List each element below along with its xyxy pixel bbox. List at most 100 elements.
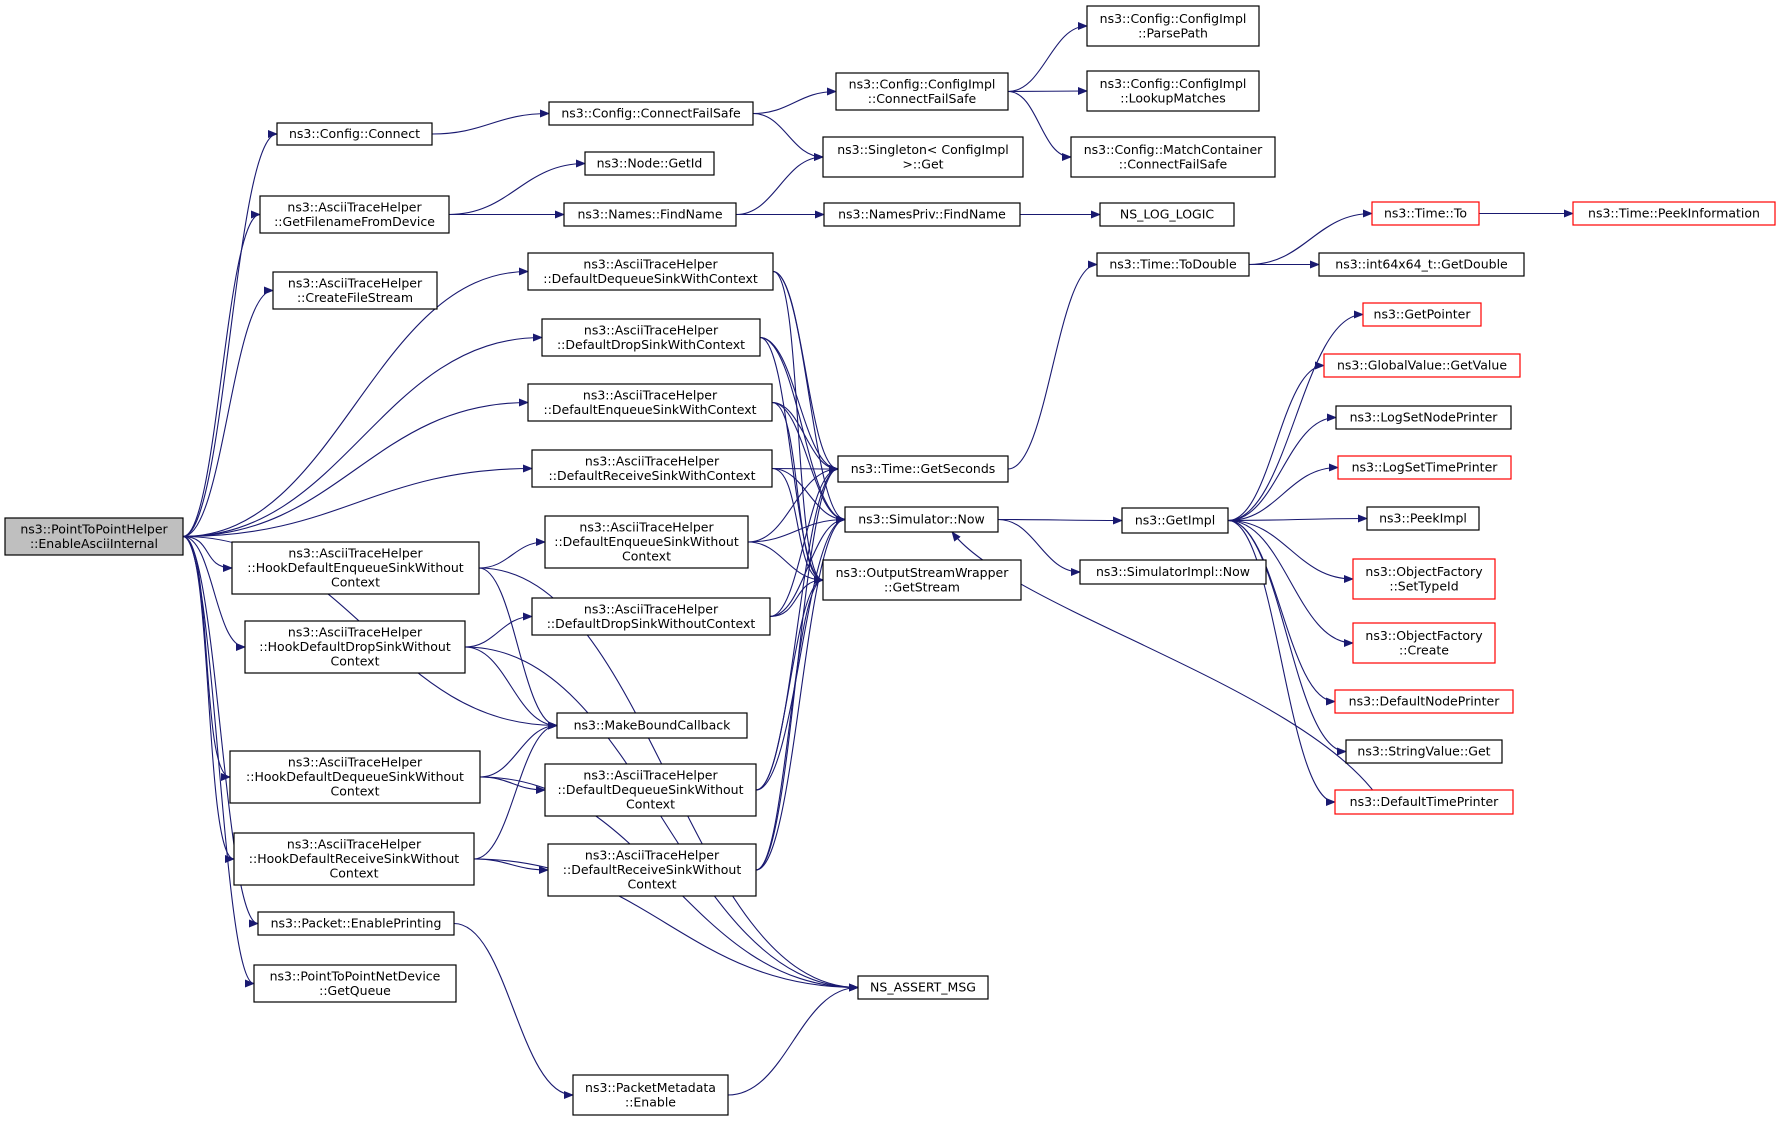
node-time_getseconds[interactable]: ns3::Time::GetSeconds (837, 455, 1009, 483)
node-box[interactable] (1070, 136, 1276, 178)
node-simimpl_now[interactable]: ns3::SimulatorImpl::Now (1079, 559, 1267, 585)
node-singleton_get[interactable]: ns3::Singleton< ConfigImpl>::Get (822, 136, 1024, 178)
node-box[interactable] (544, 763, 757, 817)
node-ath_rcvsink_noctx[interactable]: ns3::AsciiTraceHelper::DefaultReceiveSin… (547, 843, 757, 897)
node-box[interactable] (548, 101, 754, 126)
node-box[interactable] (547, 843, 757, 897)
node-box[interactable] (527, 252, 774, 291)
node-defaultnodeprinter[interactable]: ns3::DefaultNodePrinter (1334, 689, 1514, 714)
node-box[interactable] (1086, 5, 1260, 47)
node-ath_deqsink_noctx[interactable]: ns3::AsciiTraceHelper::DefaultDequeueSin… (544, 763, 757, 817)
node-ath_ddsink_ctx[interactable]: ns3::AsciiTraceHelper::DefaultDequeueSin… (527, 252, 774, 291)
node-defaulttimeprinter[interactable]: ns3::DefaultTimePrinter (1334, 789, 1514, 815)
node-objfactory_create[interactable]: ns3::ObjectFactory::Create (1352, 622, 1496, 664)
node-ath_hook_enq[interactable]: ns3::AsciiTraceHelper::HookDefaultEnqueu… (231, 541, 480, 595)
node-box[interactable] (572, 1074, 729, 1116)
node-box[interactable] (253, 964, 457, 1003)
node-box[interactable] (229, 750, 481, 804)
node-box[interactable] (837, 455, 1009, 483)
node-box[interactable] (1121, 507, 1229, 534)
node-ath_hook_rcv[interactable]: ns3::AsciiTraceHelper::HookDefaultReceiv… (233, 832, 475, 886)
node-box[interactable] (541, 318, 761, 357)
node-logsettimeprinter[interactable]: ns3::LogSetTimePrinter (1337, 455, 1512, 480)
node-ath_enqsink_noctx[interactable]: ns3::AsciiTraceHelper::DefaultEnqueueSin… (544, 515, 749, 569)
node-box[interactable] (233, 832, 475, 886)
node-getimpl[interactable]: ns3::GetImpl (1121, 507, 1229, 534)
node-ns_assert_msg[interactable]: NS_ASSERT_MSG (857, 975, 989, 1000)
node-box[interactable] (259, 195, 450, 234)
node-cfgimpl_connectfailsafe[interactable]: ns3::Config::ConfigImpl::ConnectFailSafe (835, 72, 1009, 111)
node-box[interactable] (244, 620, 466, 674)
node-box[interactable] (544, 515, 749, 569)
node-ns_log_logic[interactable]: NS_LOG_LOGIC (1099, 202, 1235, 227)
node-box[interactable] (1352, 558, 1496, 600)
node-box[interactable] (1079, 559, 1267, 585)
node-getpointer[interactable]: ns3::GetPointer (1362, 302, 1482, 327)
node-time_todouble[interactable]: ns3::Time::ToDouble (1096, 252, 1250, 277)
node-osw_getstream[interactable]: ns3::OutputStreamWrapper::GetStream (822, 559, 1022, 601)
node-box[interactable] (556, 712, 748, 739)
node-time_to[interactable]: ns3::Time::To (1371, 201, 1480, 226)
node-logsetnodeprinter[interactable]: ns3::LogSetNodePrinter (1335, 405, 1512, 430)
node-node_getid[interactable]: ns3::Node::GetId (584, 151, 715, 176)
node-box[interactable] (4, 517, 184, 556)
node-box[interactable] (1572, 201, 1776, 226)
node-box[interactable] (1352, 622, 1496, 664)
node-pktmeta_enable[interactable]: ns3::PacketMetadata::Enable (572, 1074, 729, 1116)
node-namespriv_findname[interactable]: ns3::NamesPriv::FindName (823, 202, 1021, 227)
node-makeboundcallback[interactable]: ns3::MakeBoundCallback (556, 712, 748, 739)
node-ath_createfilestream[interactable]: ns3::AsciiTraceHelper::CreateFileStream (272, 271, 438, 310)
node-peekimpl[interactable]: ns3::PeekImpl (1366, 506, 1480, 531)
node-box[interactable] (1086, 70, 1260, 112)
node-pkt_enableprinting[interactable]: ns3::Packet::EnablePrinting (257, 911, 455, 936)
node-box[interactable] (1337, 455, 1512, 480)
node-box[interactable] (1096, 252, 1250, 277)
node-box[interactable] (1099, 202, 1235, 227)
node-ath_getfilename[interactable]: ns3::AsciiTraceHelper::GetFilenameFromDe… (259, 195, 450, 234)
node-box[interactable] (835, 72, 1009, 111)
node-box[interactable] (823, 202, 1021, 227)
node-names_findname[interactable]: ns3::Names::FindName (563, 202, 737, 227)
node-box[interactable] (1334, 789, 1514, 815)
node-box[interactable] (822, 136, 1024, 178)
node-ath_hook_deq[interactable]: ns3::AsciiTraceHelper::HookDefaultDequeu… (229, 750, 481, 804)
node-cfgimpl_lookupmatches[interactable]: ns3::Config::ConfigImpl::LookupMatches (1086, 70, 1260, 112)
node-cfgimpl_parsepath[interactable]: ns3::Config::ConfigImpl::ParsePath (1086, 5, 1260, 47)
node-box[interactable] (272, 271, 438, 310)
node-box[interactable] (822, 559, 1022, 601)
node-box[interactable] (1318, 252, 1525, 277)
node-ath_rcvsink_ctx[interactable]: ns3::AsciiTraceHelper::DefaultReceiveSin… (531, 449, 773, 488)
node-box[interactable] (231, 541, 480, 595)
node-box[interactable] (527, 383, 773, 422)
node-cfg_connectfailsafe[interactable]: ns3::Config::ConnectFailSafe (548, 101, 754, 126)
node-box[interactable] (1323, 353, 1521, 378)
node-box[interactable] (1334, 689, 1514, 714)
node-box[interactable] (257, 911, 455, 936)
node-stringvalue_get[interactable]: ns3::StringValue::Get (1345, 739, 1503, 764)
node-box[interactable] (531, 449, 773, 488)
node-ath_dropsink_ctx[interactable]: ns3::AsciiTraceHelper::DefaultDropSinkWi… (541, 318, 761, 357)
node-box[interactable] (1366, 506, 1480, 531)
node-box[interactable] (584, 151, 715, 176)
node-box[interactable] (857, 975, 989, 1000)
node-box[interactable] (1362, 302, 1482, 327)
node-box[interactable] (1335, 405, 1512, 430)
node-box[interactable] (276, 122, 433, 146)
node-ath_dropsink_noctx[interactable]: ns3::AsciiTraceHelper::DefaultDropSinkWi… (531, 597, 771, 636)
node-ath_hook_drop[interactable]: ns3::AsciiTraceHelper::HookDefaultDropSi… (244, 620, 466, 674)
node-box[interactable] (844, 506, 999, 533)
node-box[interactable] (1371, 201, 1480, 226)
node-cfg_connect[interactable]: ns3::Config::Connect (276, 122, 433, 146)
node-ath_enqsink_ctx[interactable]: ns3::AsciiTraceHelper::DefaultEnqueueSin… (527, 383, 773, 422)
node-int64x64_getdouble[interactable]: ns3::int64x64_t::GetDouble (1318, 252, 1525, 277)
node-p2p_getqueue[interactable]: ns3::PointToPointNetDevice::GetQueue (253, 964, 457, 1003)
node-time_peekinformation[interactable]: ns3::Time::PeekInformation (1572, 201, 1776, 226)
node-cfg_matchcontainer[interactable]: ns3::Config::MatchContainer::ConnectFail… (1070, 136, 1276, 178)
node-box[interactable] (1345, 739, 1503, 764)
node-box[interactable] (563, 202, 737, 227)
node-globalvalue_getvalue[interactable]: ns3::GlobalValue::GetValue (1323, 353, 1521, 378)
node-box[interactable] (531, 597, 771, 636)
node-simulator_now[interactable]: ns3::Simulator::Now (844, 506, 999, 533)
node-objfactory_settypeid[interactable]: ns3::ObjectFactory::SetTypeId (1352, 558, 1496, 600)
node-root[interactable]: ns3::PointToPointHelper::EnableAsciiInte… (4, 517, 184, 556)
